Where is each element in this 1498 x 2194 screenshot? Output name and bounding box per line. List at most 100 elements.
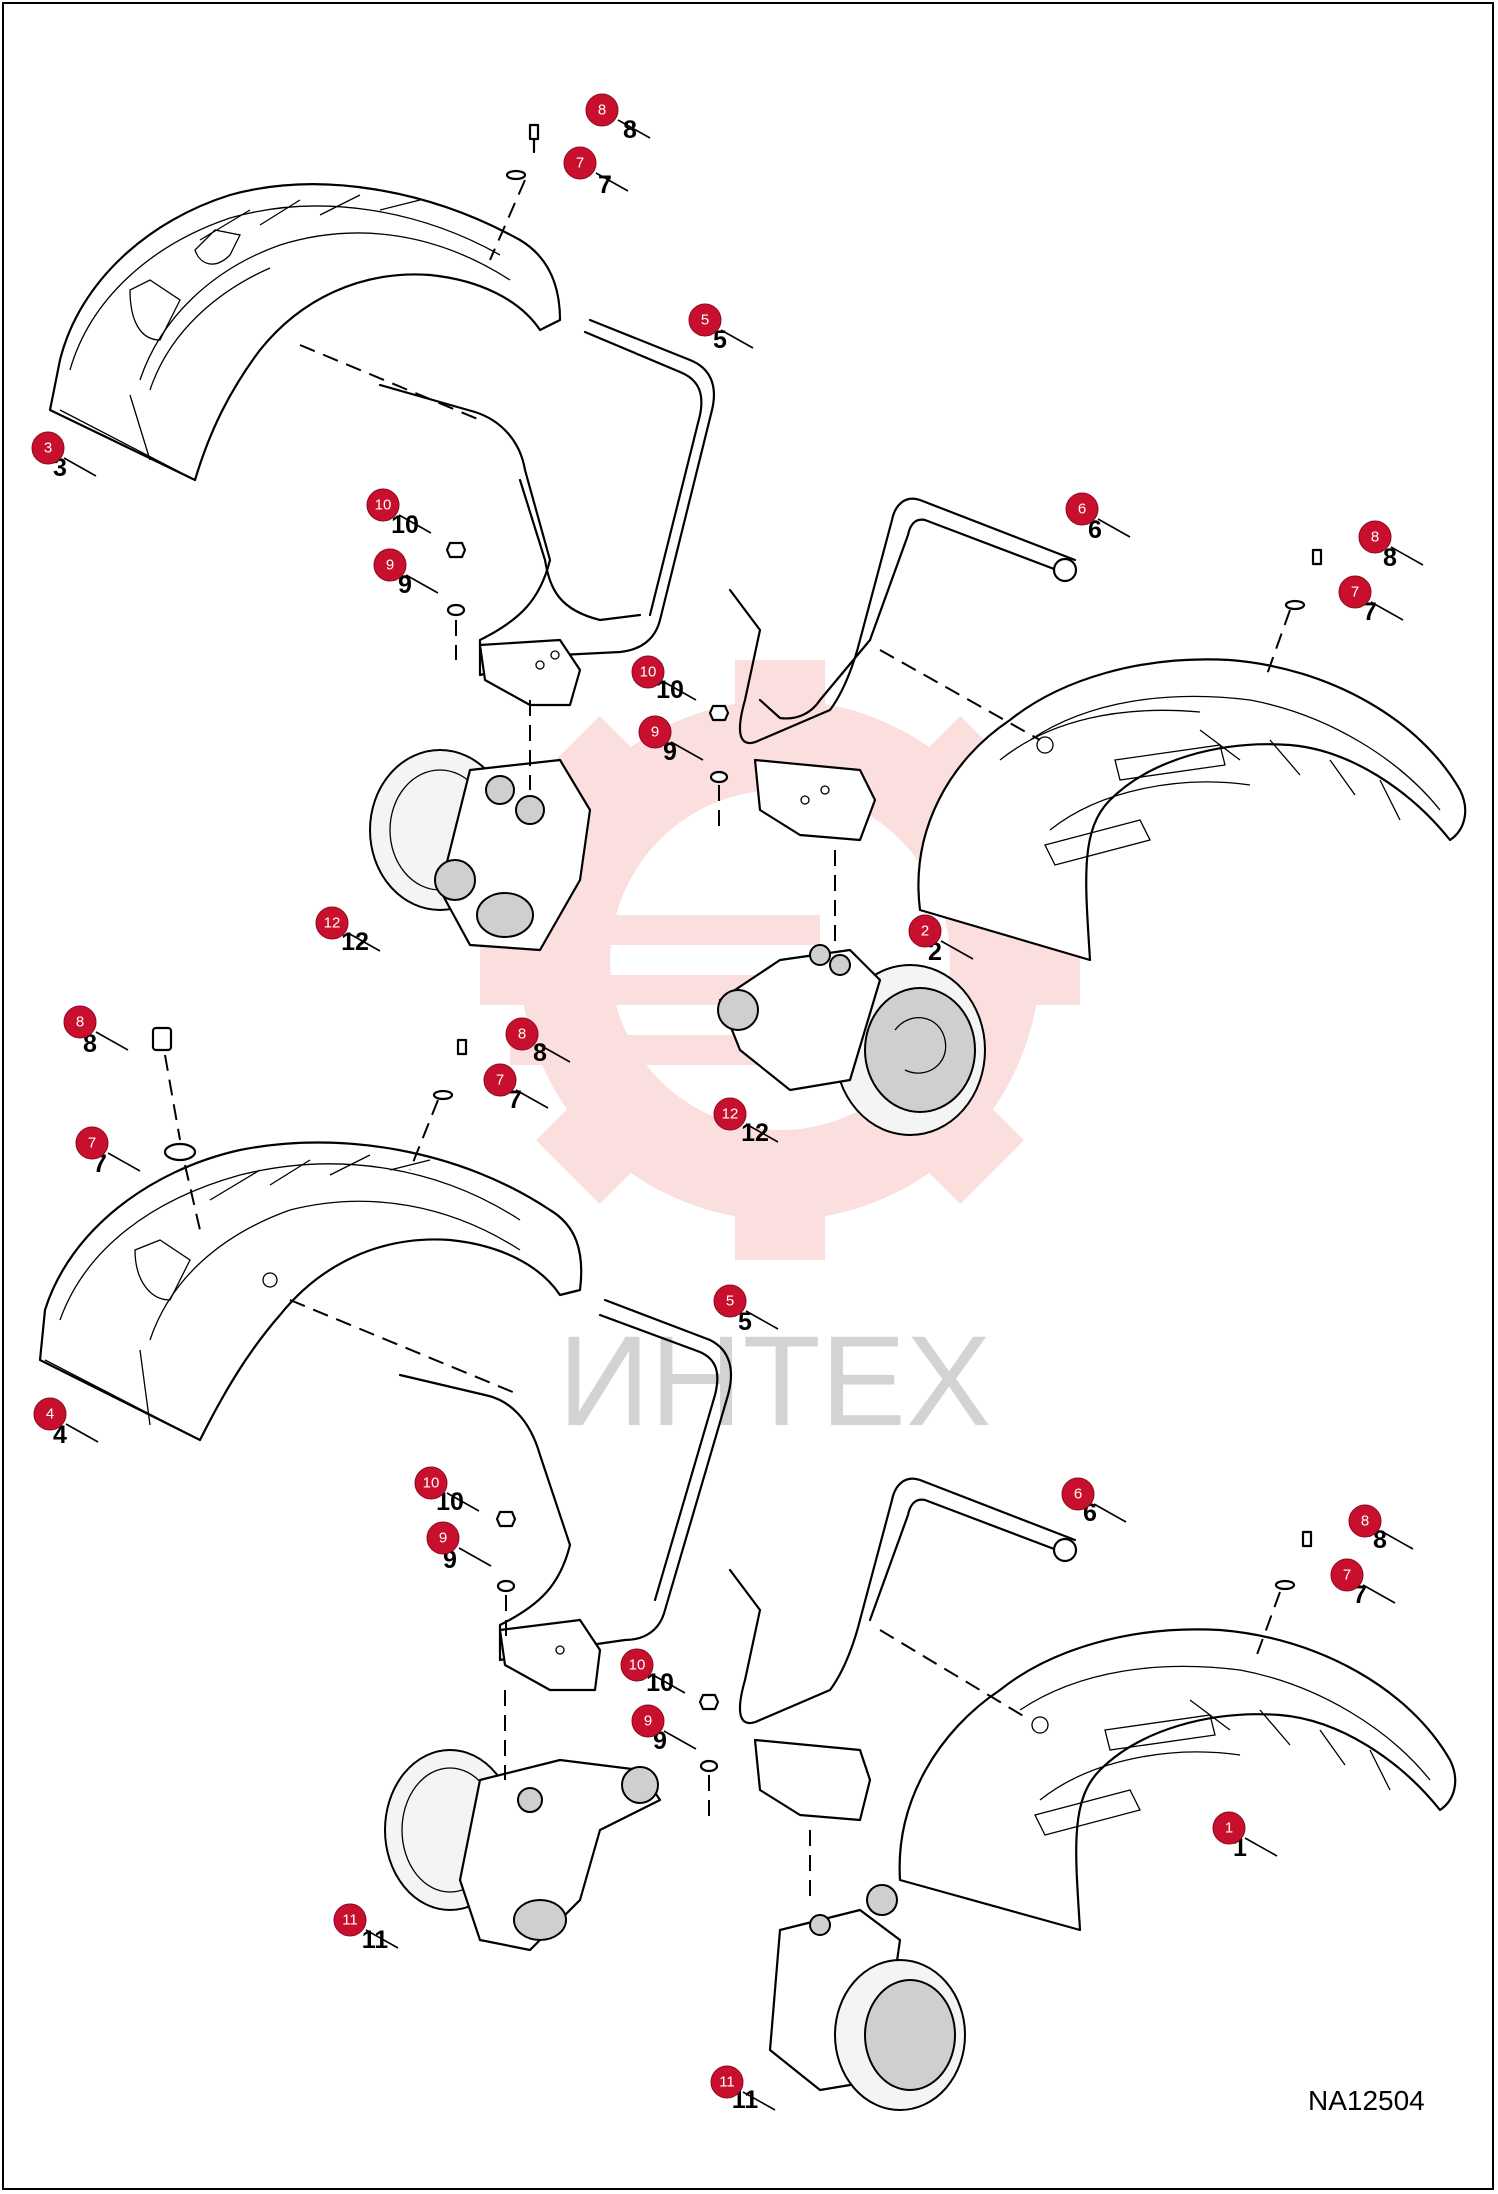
callout-badge: [908, 914, 942, 948]
callout-badge: [688, 303, 722, 337]
fender-3: [48, 183, 562, 482]
callout-leader-line: [405, 574, 439, 594]
callout-number: 10: [629, 1657, 646, 1674]
callout-badge: [1065, 492, 1099, 526]
callout-number: 4: [46, 1406, 54, 1423]
callout-number: 9: [439, 1530, 447, 1547]
callout-number: 8: [598, 102, 606, 119]
callout-leader-line: [663, 1730, 697, 1750]
callout-badge: [426, 1521, 460, 1555]
callout-shadow-number: 12: [741, 1119, 769, 1147]
callout-leader-line: [1093, 1503, 1127, 1523]
callout-leader-line: [446, 1492, 480, 1512]
callout-layer: 8877553310109966887710109912122212128888…: [31, 93, 1424, 2114]
support-arm-5-bottom: [398, 1298, 732, 1692]
callout-7: 77: [563, 146, 629, 199]
support-arm-5-top: [378, 318, 716, 707]
callout-leader-line: [720, 329, 754, 349]
callout-6: 66: [1061, 1477, 1127, 1527]
callout-number: 10: [375, 497, 392, 514]
callout-number: 9: [651, 724, 659, 741]
callout-8: 88: [505, 1017, 571, 1067]
callout-badge: [333, 1903, 367, 1937]
callout-number: 2: [921, 923, 929, 940]
callout-leader-line: [65, 1423, 99, 1443]
callout-badge: [713, 1097, 747, 1131]
fender-4: [38, 1141, 583, 1442]
callout-shadow-number: 8: [533, 1039, 547, 1067]
wheel-hub-12-right: [717, 944, 986, 1136]
callout-leader-line: [95, 1031, 129, 1051]
callout-badge: [366, 488, 400, 522]
callout-9: 99: [373, 548, 439, 599]
callout-8: 88: [1358, 520, 1424, 572]
callout-leader-line: [742, 2091, 776, 2111]
callout-leader-line: [617, 119, 651, 139]
callout-badge: [33, 1397, 67, 1431]
callout-badge: [1358, 520, 1392, 554]
callout-1: 11: [1212, 1811, 1278, 1862]
callout-number: 1: [1225, 1820, 1233, 1837]
callout-leader-line: [940, 940, 974, 960]
callout-number: 11: [342, 1912, 358, 1929]
callout-number: 12: [722, 1106, 739, 1123]
wheel-hub-11-left: [384, 1749, 662, 1952]
callout-shadow-number: 7: [508, 1086, 522, 1114]
callout-shadow-number: 8: [623, 116, 637, 144]
callout-number: 5: [726, 1293, 734, 1310]
callout-5: 55: [688, 303, 754, 354]
hardware: [151, 123, 1323, 1773]
callout-badge: [315, 906, 349, 940]
callout-leader-line: [663, 681, 697, 701]
callout-number: 11: [719, 2074, 735, 2091]
callout-shadow-number: 5: [738, 1308, 752, 1336]
callout-number: 7: [88, 1135, 96, 1152]
callout-badge: [585, 93, 619, 127]
callout-leader-line: [537, 1043, 571, 1063]
callout-4: 44: [33, 1397, 99, 1449]
support-arm-6-top: [728, 497, 1078, 842]
callout-9: 99: [426, 1521, 492, 1574]
callout-leader-line: [670, 741, 704, 761]
callout-9: 99: [631, 1704, 697, 1755]
wheel-hub-11-right: [768, 1884, 966, 2111]
callout-8: 88: [63, 1005, 129, 1058]
callout-number: 8: [1371, 529, 1379, 546]
callout-leader-line: [347, 932, 381, 952]
callout-badge: [75, 1126, 109, 1160]
callout-7: 77: [1330, 1558, 1396, 1609]
callout-leader-line: [1244, 1837, 1278, 1857]
callout-shadow-number: 9: [398, 571, 412, 599]
figure-id-label: NA12504: [1308, 2085, 1425, 2116]
callout-badge: [373, 548, 407, 582]
callout-number: 7: [1351, 584, 1359, 601]
callout-shadow-number: 7: [1363, 598, 1377, 626]
callout-badge: [414, 1466, 448, 1500]
callout-shadow-number: 9: [663, 738, 677, 766]
callout-badge: [1338, 575, 1372, 609]
callout-leader-line: [595, 172, 629, 192]
callout-leader-line: [1370, 601, 1404, 621]
callout-7: 77: [483, 1063, 549, 1114]
callout-badge: [31, 431, 65, 465]
callout-badge: [563, 146, 597, 180]
callout-shadow-number: 8: [1383, 544, 1397, 572]
callout-leader-line: [515, 1089, 549, 1109]
callout-leader-line: [745, 1123, 779, 1143]
callout-shadow-number: 5: [713, 326, 727, 354]
callout-leader-line: [63, 457, 97, 477]
callout-7: 77: [75, 1126, 141, 1178]
callout-badge: [631, 655, 665, 689]
callout-leader-line: [745, 1310, 779, 1330]
callout-shadow-number: 10: [391, 511, 419, 539]
callout-number: 8: [518, 1026, 526, 1043]
callout-badge: [1330, 1558, 1364, 1592]
